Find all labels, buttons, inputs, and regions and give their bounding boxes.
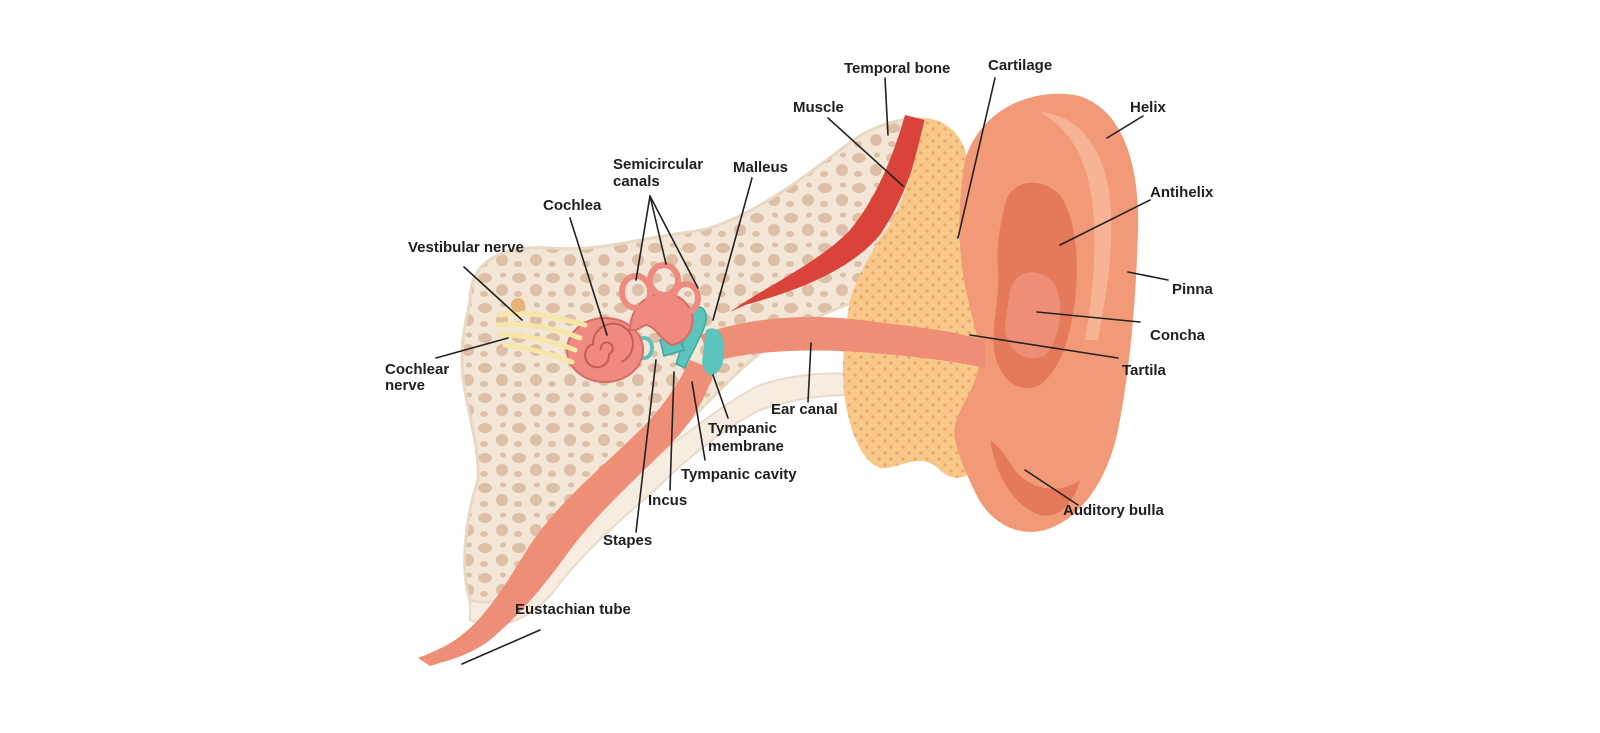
label-ear-canal: Ear canal <box>771 401 838 418</box>
label-tartila: Tartila <box>1122 362 1167 379</box>
label-tympanic-membrane-1: Tympanic <box>708 420 777 437</box>
label-cochlear-nerve-2: nerve <box>385 377 425 394</box>
label-concha: Concha <box>1150 327 1206 344</box>
label-helix: Helix <box>1130 99 1167 116</box>
label-incus: Incus <box>648 492 687 509</box>
label-semicircular-canals-2: canals <box>613 173 660 190</box>
label-cochlea: Cochlea <box>543 197 602 214</box>
label-tympanic-cavity: Tympanic cavity <box>681 466 797 483</box>
label-stapes: Stapes <box>603 532 652 549</box>
label-cartilage: Cartilage <box>988 57 1052 74</box>
label-cochlear-nerve-1: Cochlear <box>385 361 449 378</box>
nerve-bundle-shape <box>495 298 588 365</box>
leader-lines <box>435 77 1169 665</box>
eustachian-tube-shape <box>418 360 715 666</box>
label-muscle: Muscle <box>793 99 844 116</box>
muscle-shape <box>730 115 925 312</box>
inner-ear-shape <box>566 262 701 383</box>
label-temporal-bone: Temporal bone <box>844 60 950 77</box>
diagram-labels: Temporal bone Cartilage Muscle Helix Mal… <box>385 57 1214 618</box>
label-malleus: Malleus <box>733 159 788 176</box>
ear-canal-shape <box>700 316 985 368</box>
cartilage-shape <box>842 118 987 478</box>
label-tympanic-membrane-2: membrane <box>708 438 784 455</box>
label-antihelix: Antihelix <box>1150 184 1214 201</box>
label-eustachian-tube: Eustachian tube <box>515 601 631 618</box>
label-auditory-bulla: Auditory bulla <box>1063 502 1164 519</box>
label-vestibular-nerve: Vestibular nerve <box>408 239 524 256</box>
label-pinna: Pinna <box>1172 281 1213 298</box>
label-semicircular-canals-1: Semicircular <box>613 156 703 173</box>
tympanic-membrane-shape <box>702 328 725 376</box>
